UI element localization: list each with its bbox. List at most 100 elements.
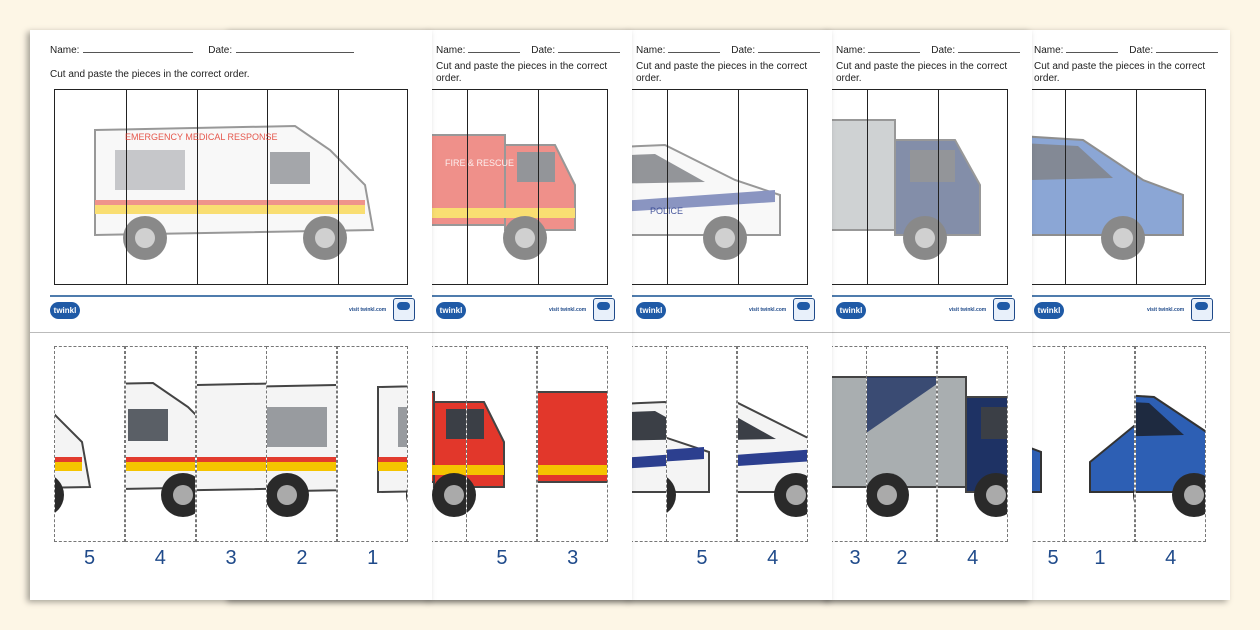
name-date-row: Name: Date: — [1034, 43, 1226, 56]
visit-link: visit twinkl.com — [749, 307, 787, 313]
name-field — [1066, 43, 1119, 53]
piece-number: 3 — [567, 547, 579, 569]
quality-badge-icon — [593, 298, 615, 321]
instruction: Cut and paste the pieces in the correct … — [436, 61, 608, 84]
wheel-icon — [55, 477, 64, 513]
ambulance-illustration — [94, 124, 375, 260]
instruction: Cut and paste the pieces in the correct … — [50, 69, 250, 80]
firetruck-illustration — [467, 401, 506, 513]
grid-divider — [938, 90, 940, 284]
cut-piece[interactable] — [537, 346, 609, 542]
cut-piece[interactable] — [124, 346, 196, 542]
wheel-icon — [467, 477, 477, 513]
instruction: Cut and paste the pieces in the correct … — [636, 61, 808, 84]
visit-link: visit twinkl.com — [349, 307, 387, 313]
date-field — [1156, 43, 1219, 53]
cut-piece[interactable] — [866, 346, 938, 542]
cut-piece[interactable] — [937, 346, 1009, 542]
name-label: Name: — [636, 45, 666, 56]
piece-number: 5 — [83, 547, 96, 569]
piece-number: 4 — [967, 547, 979, 569]
cut-piece[interactable] — [737, 346, 809, 542]
police-illustration — [667, 437, 711, 513]
vehicle-label: POLICE — [650, 206, 684, 216]
twinkl-logo: twinkl — [836, 302, 866, 319]
name-field — [868, 43, 921, 53]
twinkl-logo: twinkl — [50, 302, 80, 319]
ambulance-illustration — [377, 385, 408, 502]
piece-number: 4 — [1165, 547, 1177, 569]
instruction: Cut and paste the pieces in the correct … — [1034, 61, 1206, 84]
vehicle-label: FIRE & RESCUE — [445, 158, 515, 168]
cut-piece[interactable] — [1064, 346, 1136, 542]
piece-number: 5 — [696, 547, 708, 569]
piece-number: 1 — [367, 547, 379, 569]
grid-divider — [538, 90, 540, 284]
vehicle-label: EMERGENCY MEDICAL RESPONSE — [125, 132, 278, 142]
twinkl-logo: twinkl — [1034, 302, 1064, 319]
quality-badge-icon — [1191, 298, 1213, 321]
date-field — [958, 43, 1021, 53]
date-field — [236, 43, 355, 53]
cut-piece[interactable] — [666, 346, 738, 542]
grid-divider — [667, 90, 669, 284]
name-label: Name: — [1034, 45, 1064, 56]
wheel-icon — [667, 477, 677, 513]
firetruck-illustration — [538, 391, 608, 483]
grid-divider — [738, 90, 740, 284]
date-field — [758, 43, 821, 53]
cut-piece[interactable] — [1135, 346, 1207, 542]
visit-link: visit twinkl.com — [549, 307, 587, 313]
ambulance-illustration — [196, 382, 266, 492]
instruction: Cut and paste the pieces in the correct … — [836, 61, 1008, 84]
date-label: Date: — [731, 45, 756, 56]
cut-piece[interactable] — [466, 346, 538, 542]
piece-number: 1 — [1094, 547, 1106, 569]
date-label: Date: — [1129, 45, 1154, 56]
cut-piece[interactable] — [54, 346, 125, 542]
name-date-row: Name: Date: — [836, 43, 1028, 56]
quality-badge-icon — [793, 298, 815, 321]
cut-divider — [30, 332, 432, 333]
twinkl-logo: twinkl — [636, 302, 666, 319]
garbage-illustration — [938, 376, 1008, 517]
twinkl-logo: twinkl — [436, 302, 466, 319]
grid-divider — [867, 90, 869, 284]
car-illustration — [1089, 424, 1135, 502]
worksheet-1: Name: Date: Cut and paste the pieces in … — [30, 30, 432, 600]
car-illustration — [1136, 394, 1206, 517]
quality-badge-icon — [393, 298, 415, 321]
piece-number: 3 — [225, 547, 237, 569]
name-label: Name: — [836, 45, 866, 56]
visit-link: visit twinkl.com — [1147, 307, 1185, 313]
piece-number: 3 — [849, 547, 861, 569]
grid-divider — [467, 90, 469, 284]
grid-divider — [267, 90, 269, 284]
name-field — [83, 43, 194, 53]
ambulance-illustration — [55, 413, 92, 513]
police-illustration — [738, 402, 808, 517]
date-label: Date: — [531, 45, 556, 56]
name-date-row: Name: Date: — [436, 43, 628, 56]
cut-piece[interactable] — [266, 346, 338, 542]
piece-number: 4 — [767, 547, 779, 569]
name-field — [668, 43, 721, 53]
piece-number: 5 — [1047, 547, 1059, 569]
grid-divider — [1065, 90, 1067, 284]
piece-number: 2 — [896, 547, 908, 569]
grid-divider — [1136, 90, 1138, 284]
name-field — [468, 43, 521, 53]
piece-number: 2 — [296, 547, 308, 569]
cut-piece[interactable] — [195, 346, 267, 542]
grid-divider — [125, 90, 127, 284]
date-label: Date: — [931, 45, 956, 56]
name-label: Name: — [50, 45, 80, 56]
name-label: Name: — [436, 45, 466, 56]
quality-badge-icon — [993, 298, 1015, 321]
grid-divider — [338, 90, 340, 284]
date-field — [558, 43, 621, 53]
piece-number: 4 — [154, 547, 166, 569]
date-label: Date: — [208, 45, 233, 56]
cut-piece[interactable] — [337, 346, 409, 542]
garbage-illustration — [867, 376, 937, 517]
